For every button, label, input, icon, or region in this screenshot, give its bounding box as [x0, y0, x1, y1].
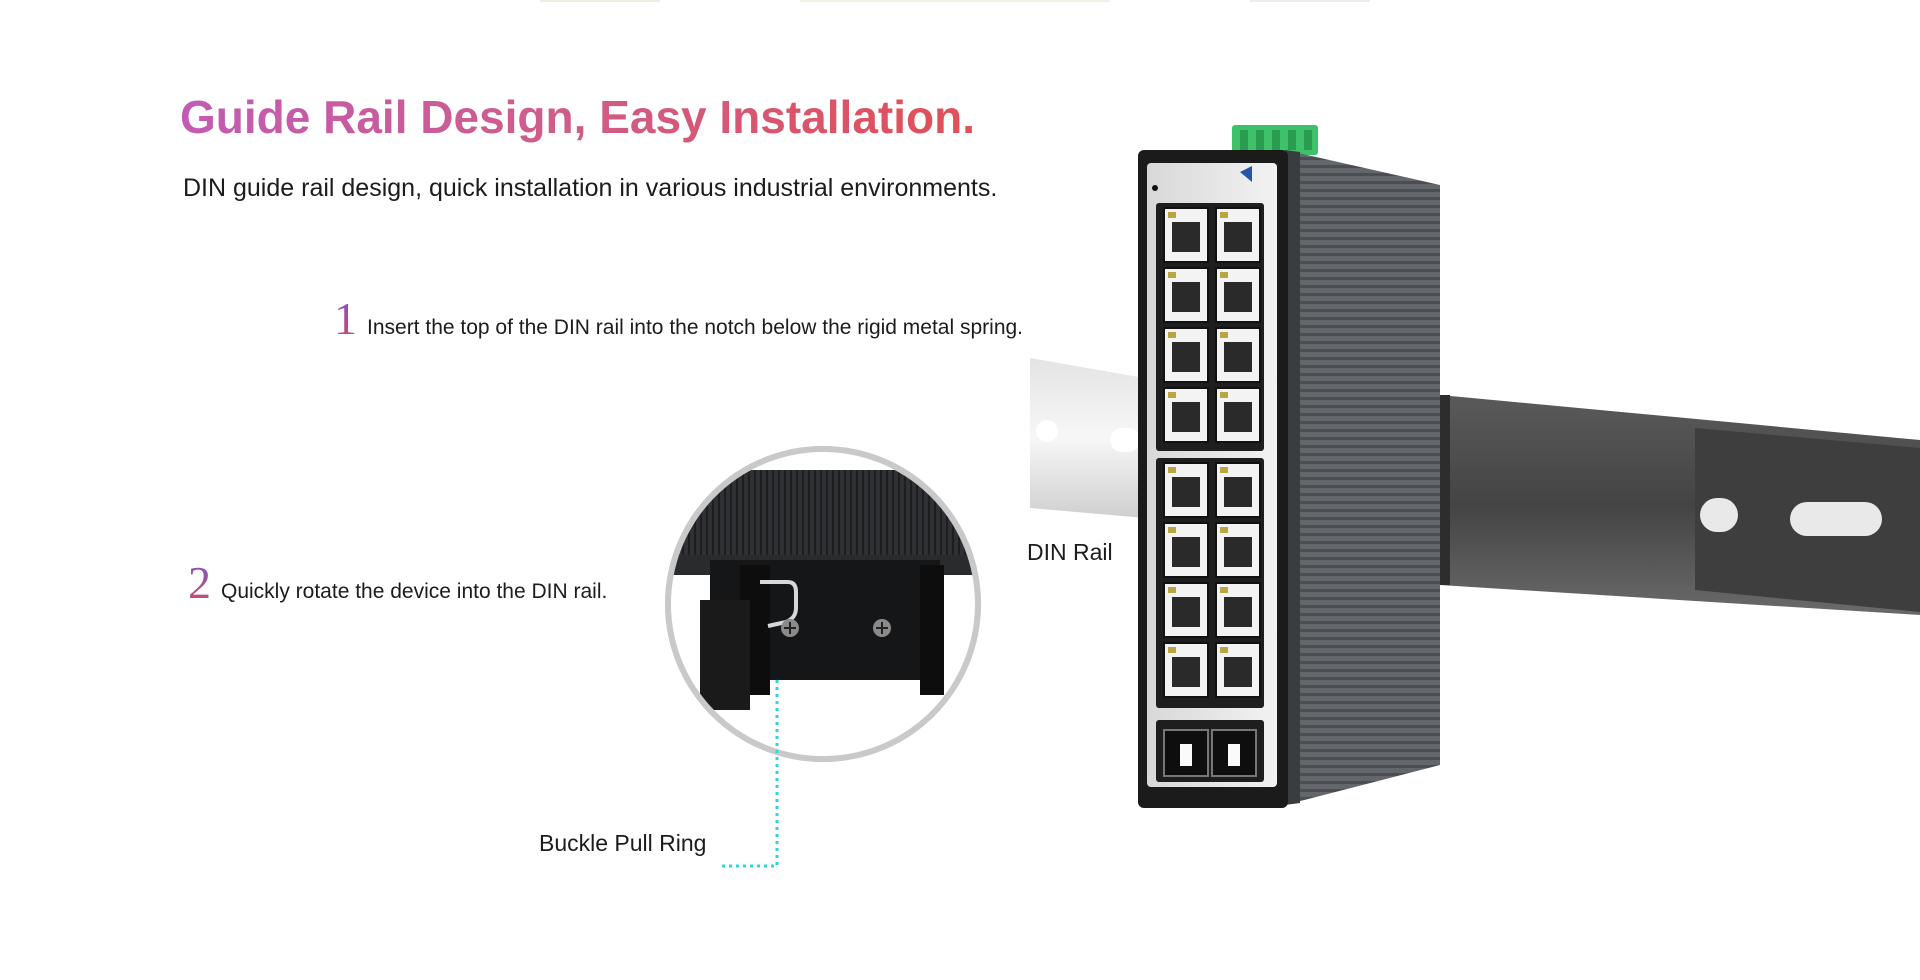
page-title: Guide Rail Design, Easy Installation.	[180, 91, 975, 143]
rj45-jack	[1224, 402, 1252, 432]
rj45-jack	[1224, 477, 1252, 507]
sfp-ports	[1163, 729, 1257, 777]
rj45-jack	[1224, 657, 1252, 687]
buckle-detail-inset	[665, 446, 981, 762]
port-led	[1168, 272, 1176, 278]
port-led	[1168, 587, 1176, 593]
page-subtitle: DIN guide rail design, quick installatio…	[183, 174, 998, 202]
port-led	[1220, 587, 1228, 593]
top-decoration	[540, 0, 1370, 2]
rj45-jack	[1224, 282, 1252, 312]
port-led	[1220, 392, 1228, 398]
port-led	[1220, 647, 1228, 653]
port-led	[1168, 527, 1176, 533]
step-1: 1 Insert the top of the DIN rail into th…	[334, 296, 1023, 342]
rj45-jack	[1224, 222, 1252, 252]
rj45-jack	[1172, 537, 1200, 567]
port-led	[1220, 527, 1228, 533]
rj45-jack	[1224, 597, 1252, 627]
rj45-jack	[1172, 282, 1200, 312]
rj45-jack	[1172, 657, 1200, 687]
port-led	[1220, 332, 1228, 338]
port-led	[1220, 212, 1228, 218]
step-text: Quickly rotate the device into the DIN r…	[221, 580, 608, 603]
step-number: 1	[334, 293, 357, 344]
rj45-jack	[1224, 342, 1252, 372]
rj45-jack	[1172, 477, 1200, 507]
rj45-jack	[1224, 537, 1252, 567]
port-led	[1220, 272, 1228, 278]
switch-device	[1138, 125, 1440, 808]
port-led	[1168, 392, 1176, 398]
step-number: 2	[188, 557, 211, 608]
port-led	[1168, 647, 1176, 653]
buckle-pull-ring-label: Buckle Pull Ring	[539, 830, 707, 856]
rj45-jack	[1172, 597, 1200, 627]
rj45-jack	[1172, 222, 1200, 252]
step-text: Insert the top of the DIN rail into the …	[367, 316, 1024, 339]
port-led	[1168, 332, 1176, 338]
rj45-jack	[1172, 402, 1200, 432]
din-rail	[1030, 358, 1920, 615]
rj45-ports	[1163, 207, 1261, 698]
port-led	[1168, 467, 1176, 473]
rj45-jack	[1172, 342, 1200, 372]
step-2: 2 Quickly rotate the device into the DIN…	[188, 560, 607, 606]
port-led	[1168, 212, 1176, 218]
port-led	[1220, 467, 1228, 473]
brand-logo	[1152, 166, 1252, 191]
din-rail-label: DIN Rail	[1027, 539, 1113, 565]
